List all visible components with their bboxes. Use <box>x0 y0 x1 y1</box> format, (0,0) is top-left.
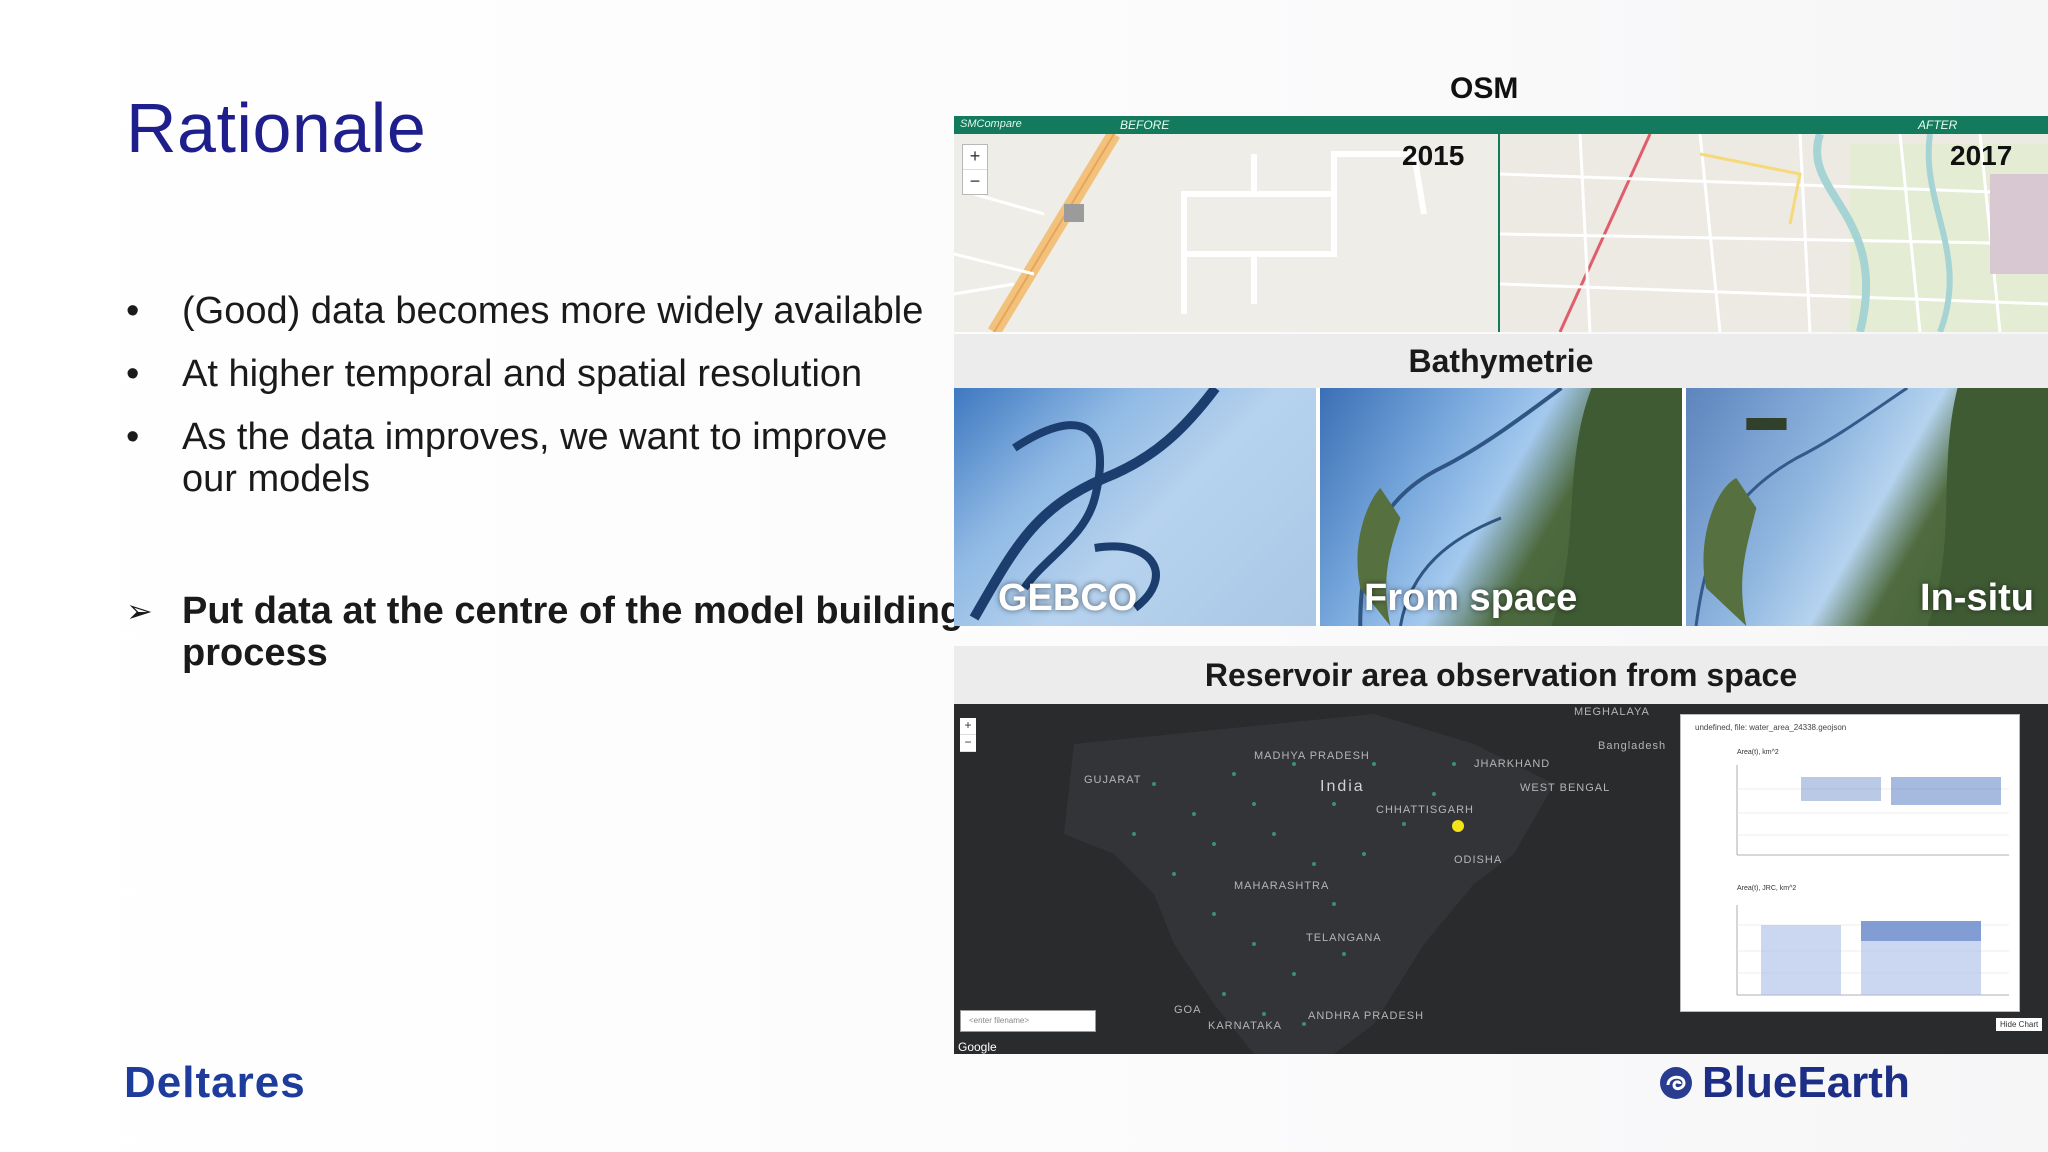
from-space-label: From space <box>1364 577 1578 619</box>
map-label-telangana: TELANGANA <box>1306 932 1382 944</box>
map-label-odisha: ODISHA <box>1454 854 1503 866</box>
osm-label: OSM <box>1450 72 1519 105</box>
map-label-gujarat: GUJARAT <box>1084 774 1142 786</box>
osm-toolbar: SMCompare BEFORE AFTER <box>954 116 2048 134</box>
zoom-in-button[interactable]: + <box>963 145 987 170</box>
bathymetry-title: Bathymetrie <box>954 334 2048 388</box>
reservoir-title: Reservoir area observation from space <box>954 646 2048 704</box>
chart1-axes <box>1736 765 2009 856</box>
map-label-jharkhand: JHARKHAND <box>1474 758 1551 770</box>
gebco-label: GEBCO <box>998 577 1138 619</box>
india-basemap <box>1064 714 1554 1054</box>
google-logo: Google <box>958 1040 997 1054</box>
bullet-item: • At higher temporal and spatial resolut… <box>126 353 946 395</box>
map-label-chhattisgarh: CHHATTISGARH <box>1376 804 1474 816</box>
chart1-title: Area(t), km^2 <box>1737 749 1779 756</box>
compare-divider[interactable] <box>1498 134 1500 332</box>
area-chart-popup[interactable]: undefined, file: water_area_24338.geojso… <box>1680 714 2020 1012</box>
map-label-west-bengal: WEST BENGAL <box>1520 782 1611 794</box>
insitu-relief <box>1694 388 2048 626</box>
osm-compare-map[interactable]: SMCompare BEFORE AFTER + − 2015 2017 <box>954 116 2048 332</box>
blueearth-logo: BlueEarth <box>1658 1058 1910 1108</box>
bullet-text: (Good) data becomes more widely availabl… <box>182 290 924 332</box>
chart1-points <box>1801 777 2001 805</box>
after-label: AFTER <box>1918 118 1958 132</box>
osm-map-before <box>954 134 1498 332</box>
space-relief <box>1357 388 1682 626</box>
chart2-title: Area(t), JRC, km^2 <box>1737 885 1797 892</box>
blueearth-text: BlueEarth <box>1702 1058 1910 1107</box>
blueearth-swirl-icon <box>1660 1067 1692 1099</box>
map-label-maharashtra: MAHARASHTRA <box>1234 880 1330 892</box>
bullet-item: • (Good) data becomes more widely availa… <box>126 290 946 332</box>
osm-map-after <box>1500 134 2048 332</box>
map-label-meghalaya: MEGHALAYA <box>1574 706 1650 718</box>
bullet-list: • (Good) data becomes more widely availa… <box>126 290 946 521</box>
bathymetry-panel-gebco: GEBCO <box>954 388 1316 626</box>
bullet-dot: • <box>126 290 140 332</box>
bathymetry-panels: GEBCO From space In-situ <box>954 388 2048 626</box>
reservoir-map[interactable]: + − India Bangladesh GUJARAT MADHYA PRAD… <box>954 704 2048 1054</box>
bullet-item: • As the data improves, we want to impro… <box>126 416 946 500</box>
zoom-out-button[interactable]: − <box>960 735 976 752</box>
arrow-bullet-icon: ➢ <box>126 593 153 629</box>
area-timeseries-charts <box>1736 765 2009 996</box>
map-label-karnataka: KARNATAKA <box>1208 1020 1282 1032</box>
hide-chart-button[interactable]: Hide Chart <box>1996 1018 2043 1031</box>
reservoir-pixels <box>1132 762 1456 1026</box>
bullet-dot: • <box>126 416 140 458</box>
year-before: 2015 <box>1402 140 1465 171</box>
highlighted-reservoir[interactable] <box>1452 820 1464 832</box>
gebco-relief <box>969 388 1220 621</box>
map-label-madhya-pradesh: MADHYA PRADESH <box>1254 750 1370 762</box>
in-situ-label: In-situ <box>1920 577 2034 619</box>
reservoir-zoom-control[interactable]: + − <box>960 718 976 752</box>
key-point-text: Put data at the centre of the model buil… <box>182 590 964 674</box>
before-label: BEFORE <box>1120 118 1170 132</box>
bathymetry-panel-from-space: From space <box>1320 388 1682 626</box>
bullet-text: At higher temporal and spatial resolutio… <box>182 353 863 395</box>
year-after: 2017 <box>1950 140 2013 171</box>
map-label-goa: GOA <box>1174 1004 1202 1016</box>
chart2-points <box>1761 921 1981 995</box>
bullet-text: As the data improves, we want to improve… <box>182 416 888 500</box>
bullet-dot: • <box>126 353 140 395</box>
zoom-in-button[interactable]: + <box>960 718 976 735</box>
popup-title: undefined, file: water_area_24338.geojso… <box>1695 723 1847 732</box>
slide-title: Rationale <box>126 89 427 167</box>
deltares-logo: Deltares <box>124 1058 306 1107</box>
map-label-india: India <box>1320 778 1365 795</box>
smcompare-brand: SMCompare <box>960 118 1022 130</box>
map-label-bangladesh: Bangladesh <box>1598 740 1667 752</box>
osm-zoom-control[interactable]: + − <box>962 144 988 195</box>
zoom-out-button[interactable]: − <box>969 171 981 191</box>
filename-input[interactable]: <enter filename> <box>960 1010 1096 1032</box>
map-label-andhra-pradesh: ANDHRA PRADESH <box>1308 1010 1425 1022</box>
key-point: ➢ Put data at the centre of the model bu… <box>126 590 1002 674</box>
bathymetry-panel-in-situ: In-situ <box>1686 388 2048 626</box>
